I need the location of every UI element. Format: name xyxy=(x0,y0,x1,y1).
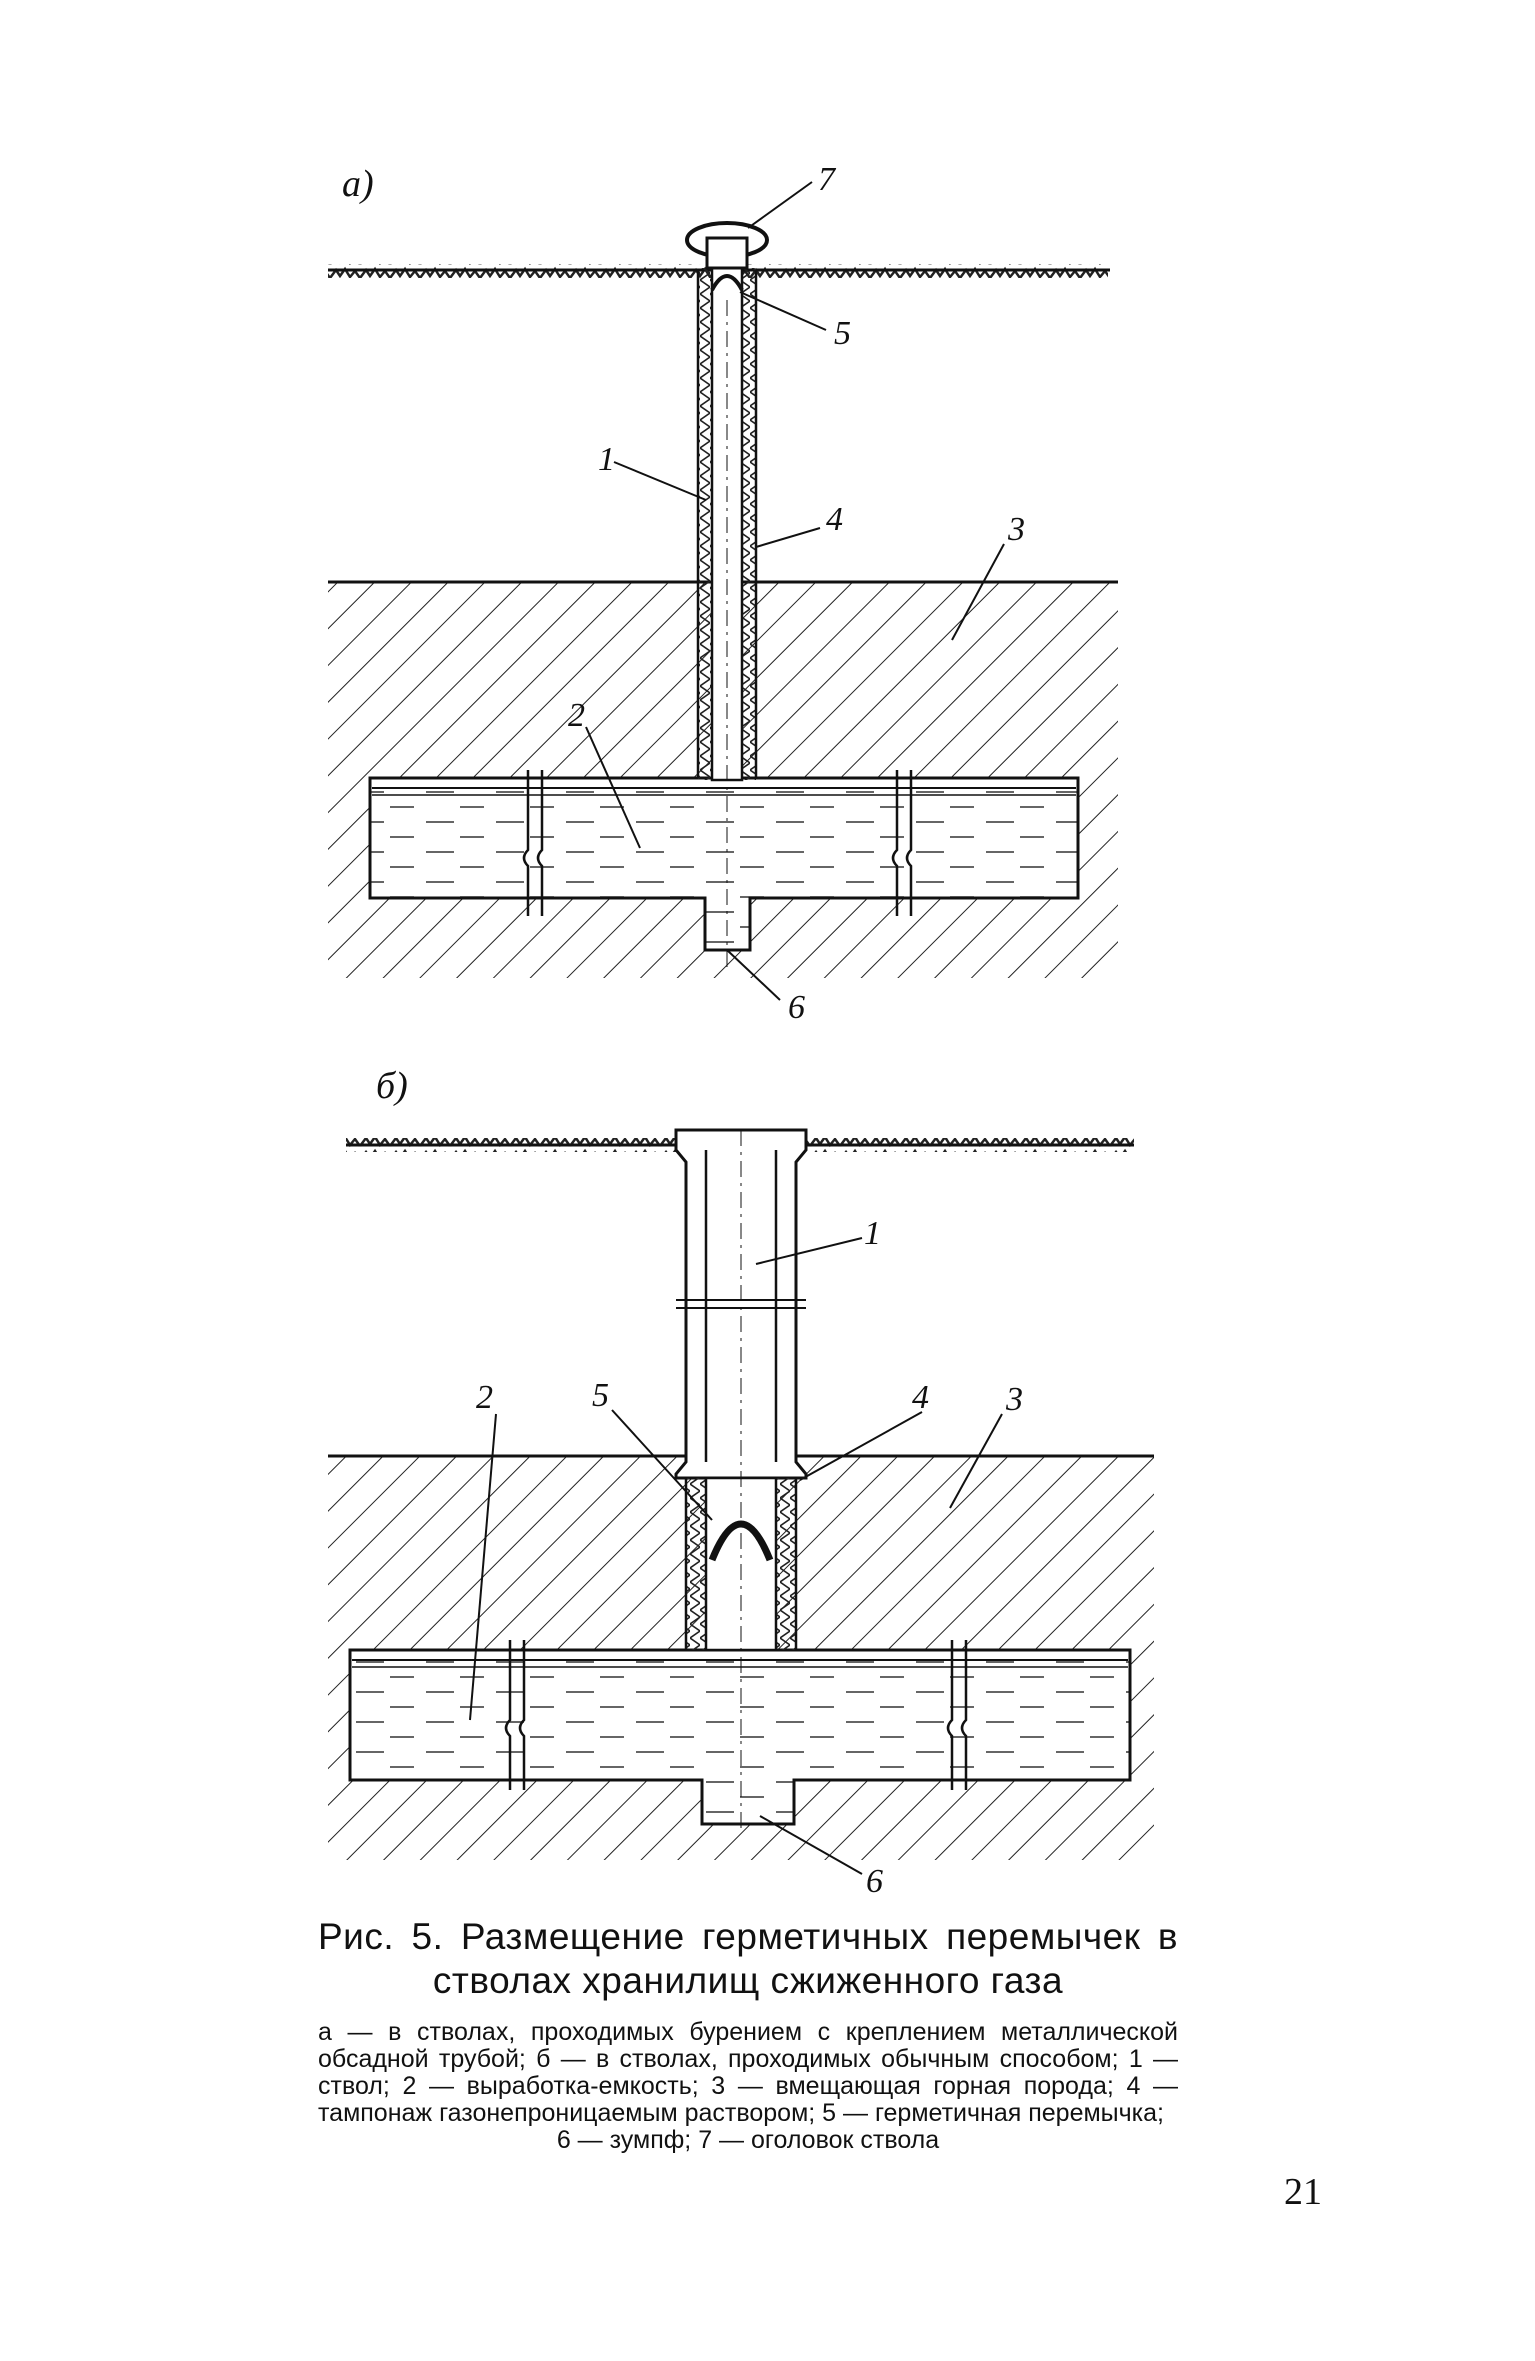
host-rock-b xyxy=(328,1456,1154,1860)
storage-cavern-b xyxy=(348,1648,1132,1826)
callout-3-b: 3 xyxy=(1005,1381,1023,1418)
figure-5: a) xyxy=(328,161,1154,1900)
caption-title: Рис. 5. Размещение герметичных перемычек… xyxy=(318,1916,1178,2001)
figure-caption: Рис. 5. Размещение герметичных перемычек… xyxy=(318,1915,1178,2154)
panel-a: a) xyxy=(328,161,1118,1026)
callout-6-b: 6 xyxy=(866,1863,883,1900)
host-rock-a xyxy=(328,582,1118,978)
break-marks-a xyxy=(522,770,913,916)
caption-legend-line: 6 — зумпф; 7 — оголовок ствола xyxy=(556,2126,940,2154)
callout-1-a: 1 xyxy=(598,441,615,478)
callout-5-a: 5 xyxy=(834,315,851,352)
storage-cavern-a xyxy=(368,776,1080,952)
hermetic-plug-b xyxy=(708,1520,774,1562)
callout-4-a: 4 xyxy=(826,501,843,538)
callout-3-a: 3 xyxy=(1007,511,1025,548)
callout-1-b: 1 xyxy=(864,1215,881,1252)
caption-legend: а — в стволах, проходимых бурением с кре… xyxy=(318,2019,1178,2154)
callout-2-b: 2 xyxy=(476,1379,493,1416)
hermetic-plug-a xyxy=(710,274,744,291)
panel-b-label: б) xyxy=(376,1065,408,1107)
callout-4-b: 4 xyxy=(912,1379,929,1416)
panel-a-label: a) xyxy=(342,163,374,205)
callout-7-a: 7 xyxy=(818,161,837,198)
caption-legend-line: а — в стволах, проходимых бурением с кре… xyxy=(318,2018,1178,2127)
callout-2-a: 2 xyxy=(568,697,585,734)
panel-b: б) xyxy=(328,1065,1154,1900)
shaft-lining-b xyxy=(674,1128,808,1480)
callout-5-b: 5 xyxy=(592,1377,609,1414)
page-number: 21 xyxy=(1284,2171,1322,2213)
callout-6-a: 6 xyxy=(788,989,805,1026)
break-marks-b xyxy=(504,1640,968,1790)
